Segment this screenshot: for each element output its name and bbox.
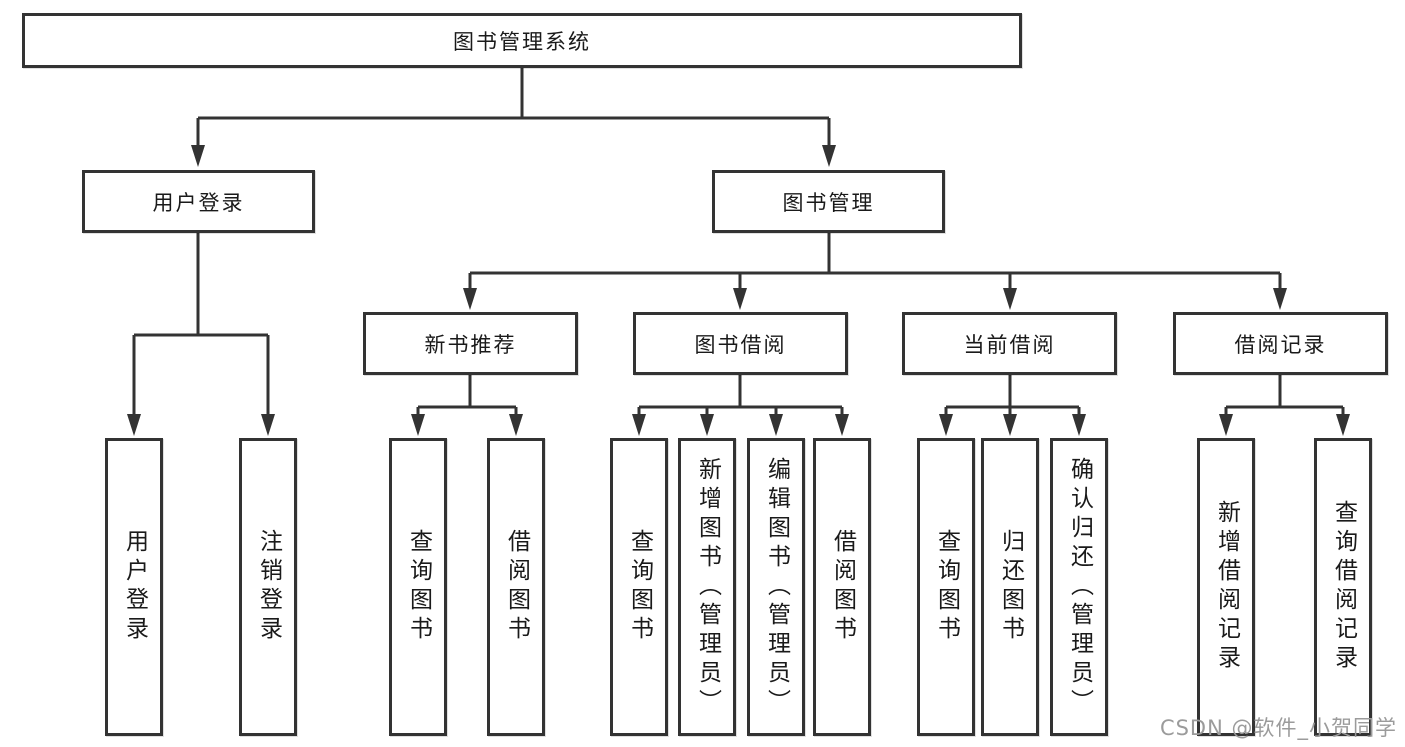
leaf-current-confirm-return: 确认归还（管理员） — [1050, 438, 1108, 736]
leaf-label: 借阅图书 — [829, 529, 856, 645]
leaf-label: 归还图书 — [997, 529, 1024, 645]
leaf-label: 查询借阅记录 — [1330, 500, 1357, 674]
leaf-label: 查询图书 — [933, 529, 960, 645]
leaf-recommend-borrow-books: 借阅图书 — [487, 438, 545, 736]
node-root-system: 图书管理系统 — [22, 13, 1022, 68]
node-book-management: 图书管理 — [712, 170, 945, 233]
leaf-label: 查询图书 — [626, 529, 653, 645]
leaf-logout: 注销登录 — [239, 438, 297, 736]
node-current-borrowing: 当前借阅 — [902, 312, 1117, 375]
leaf-user-login: 用户登录 — [105, 438, 163, 736]
node-book-borrowing: 图书借阅 — [633, 312, 848, 375]
leaf-label: 编辑图书（管理员） — [763, 456, 790, 718]
leaf-records-query-record: 查询借阅记录 — [1314, 438, 1372, 736]
leaf-label: 注销登录 — [255, 529, 282, 645]
node-borrowing-records: 借阅记录 — [1173, 312, 1388, 375]
leaf-current-query-books: 查询图书 — [917, 438, 975, 736]
leaf-current-return-books: 归还图书 — [981, 438, 1039, 736]
leaf-borrowing-add-books: 新增图书（管理员） — [678, 438, 736, 736]
leaf-label: 查询图书 — [405, 529, 432, 645]
leaf-borrowing-borrow-books: 借阅图书 — [813, 438, 871, 736]
leaf-borrowing-edit-books: 编辑图书（管理员） — [747, 438, 805, 736]
node-new-book-recommend: 新书推荐 — [363, 312, 578, 375]
node-user-login-branch: 用户登录 — [82, 170, 315, 233]
leaf-label: 新增图书（管理员） — [694, 456, 721, 718]
leaf-borrowing-query-books: 查询图书 — [610, 438, 668, 736]
leaf-label: 借阅图书 — [503, 529, 530, 645]
leaf-records-add-record: 新增借阅记录 — [1197, 438, 1255, 736]
leaf-recommend-query-books: 查询图书 — [389, 438, 447, 736]
leaf-label: 确认归还（管理员） — [1066, 456, 1093, 718]
leaf-label: 用户登录 — [121, 529, 148, 645]
leaf-label: 新增借阅记录 — [1213, 500, 1240, 674]
csdn-watermark: CSDN @软件_小贺同学 — [1159, 716, 1397, 740]
